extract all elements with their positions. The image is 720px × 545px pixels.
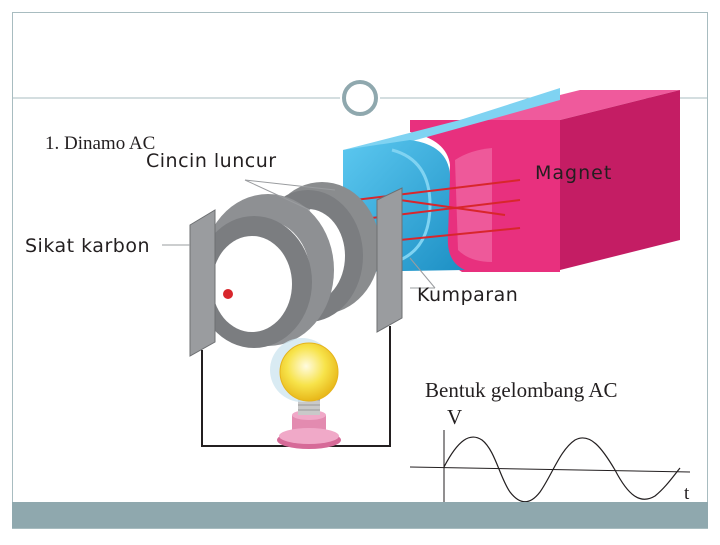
slip-rings [196, 182, 380, 348]
label-sikat-karbon: Sikat karbon [25, 235, 150, 257]
label-kumparan: Kumparan [417, 284, 519, 306]
waveform-curve [443, 436, 681, 503]
slide-heading: 1. Dinamo AC [45, 133, 156, 154]
waveform-x-label: t [684, 483, 690, 504]
footer-bar [12, 502, 708, 528]
title-circle-ornament [342, 80, 378, 116]
slide-border [12, 12, 708, 529]
leader-lines [162, 179, 436, 289]
circuit-wires [201, 326, 391, 447]
waveform-y-label: V [447, 405, 463, 429]
waveform-x-axis [409, 466, 691, 473]
waveform-title: Bentuk gelombang AC [425, 378, 618, 402]
lamp [270, 338, 341, 449]
carbon-brushes [189, 187, 403, 357]
label-cincin-luncur: Cincin luncur [146, 150, 277, 172]
label-magnet: Magnet [535, 162, 613, 184]
